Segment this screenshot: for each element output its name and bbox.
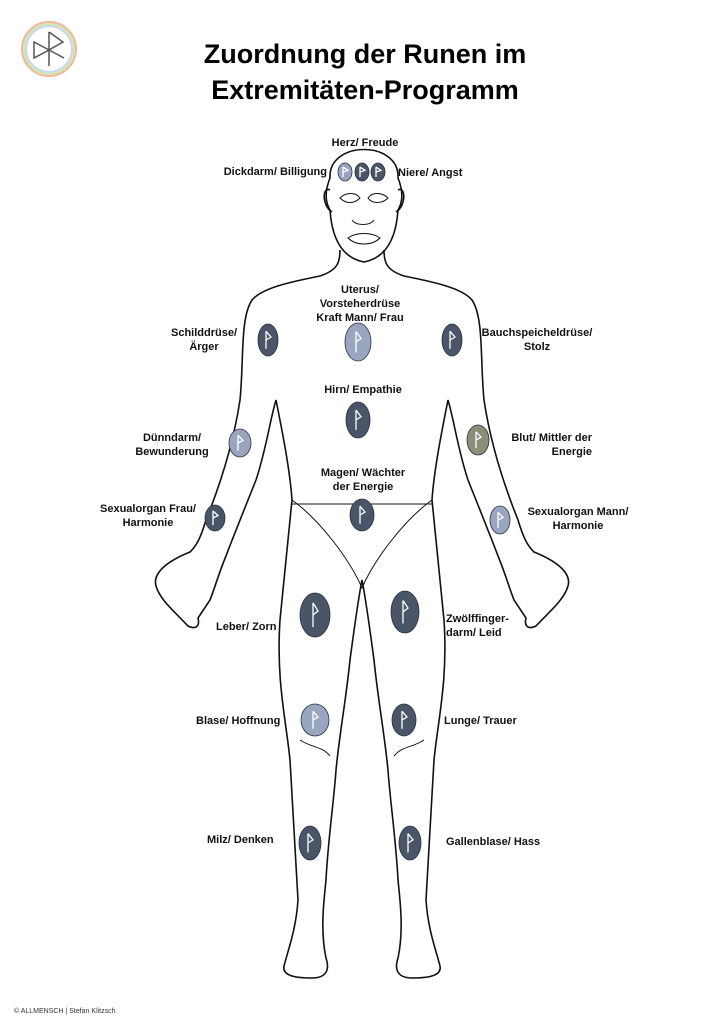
label-lunge: Lunge/ Trauer (444, 715, 517, 727)
rune-glyph-icon (342, 166, 350, 177)
label-niere: Niere/ Angst (398, 167, 463, 179)
rune-glyph-icon (355, 331, 362, 353)
label-zwoelffingerdarm: Zwölffinger-darm/ Leid (446, 612, 509, 640)
rune-glyph-icon (497, 511, 505, 528)
label-herz: Herz/ Freude (331, 137, 399, 149)
title-line-1: Zuordnung der Runen im (203, 39, 527, 69)
label-milz: Milz/ Denken (207, 834, 274, 846)
label-line: Kraft Mann/ Frau (316, 312, 404, 324)
allmensch-logo (21, 21, 77, 77)
label-line: Zwölffinger- (446, 613, 509, 625)
rune-stone-zwoelf (390, 590, 420, 634)
rune-stone-schilddruese (257, 323, 279, 357)
rune-glyph-icon (312, 602, 319, 628)
label-line: Sexualorgan Frau/ (100, 503, 196, 515)
rune-stone-leber (299, 592, 331, 638)
rune-stone-magen (349, 498, 375, 532)
rune-glyph-icon (475, 431, 483, 449)
label-hirn: Hirn/ Empathie (324, 384, 402, 396)
label-line: Dünndarm/ (142, 432, 202, 444)
rune-stone-bauch (441, 323, 463, 357)
rune-glyph-icon (312, 710, 319, 729)
rune-stone-sex-mann (489, 505, 511, 535)
rune-stone-blase (300, 703, 330, 737)
label-line: Vorsteherdrüse (319, 298, 401, 310)
label-line: Uterus/ (341, 284, 379, 296)
label-line: Blut/ Mittler der (511, 432, 592, 444)
rune-glyph-icon (307, 833, 314, 853)
label-line: Bewunderung (135, 446, 209, 458)
rune-glyph-icon (407, 833, 414, 853)
rune-glyph-icon (355, 409, 362, 430)
rune-glyph-icon (449, 330, 456, 349)
label-blase: Blase/ Hoffnung (196, 715, 281, 727)
rune-stone-blut (466, 424, 490, 456)
label-magen: Magen/ Wächter der Energie (321, 466, 405, 494)
label-line: Bauchspeicheldrüse/ (481, 327, 593, 339)
label-bauchspeicheldruese: Bauchspeicheldrüse/Stolz (482, 326, 593, 354)
rune-stone-duenndarm (228, 428, 252, 458)
label-sexualorgan-frau: Sexualorgan Frau/Harmonie (100, 502, 196, 530)
rune-stone-sex-frau (204, 504, 226, 532)
rune-stone-galle (398, 825, 422, 861)
label-schilddruese: Schilddrüse/Ärger (171, 326, 237, 354)
label-line: Sexualorgan Mann/ (527, 506, 629, 518)
label-line: der Energie (332, 481, 394, 493)
label-dickdarm: Dickdarm/ Billigung (223, 166, 327, 178)
label-leber: Leber/ Zorn (216, 621, 277, 633)
label-line: darm/ Leid (446, 627, 502, 639)
rune-stone-milz (298, 825, 322, 861)
rune-glyph-icon (265, 330, 272, 349)
label-line: Ärger (189, 341, 219, 353)
rune-stone-lunge (391, 703, 417, 737)
label-duenndarm: Dünndarm/Bewunderung (135, 431, 208, 459)
label-line: Magen/ Wächter (320, 467, 406, 479)
rune-glyph-icon (359, 505, 366, 524)
label-line: Harmonie (552, 520, 604, 532)
rune-stone-uterus (344, 322, 372, 362)
label-line: Stolz (523, 341, 551, 353)
label-line: Energie (551, 446, 592, 458)
title-line-2: Extremitäten-Programm (211, 75, 519, 105)
rune-glyph-icon (237, 434, 245, 451)
rune-glyph-icon (402, 600, 409, 624)
label-line: Schilddrüse/ (170, 327, 238, 339)
rune-glyph-icon (212, 510, 220, 526)
rune-glyph-icon (401, 710, 408, 729)
rune-stone-hirn (345, 401, 371, 439)
label-sexualorgan-mann: Sexualorgan Mann/Harmonie (528, 505, 629, 533)
rune-stones (204, 162, 511, 861)
rune-glyph-icon (375, 166, 383, 177)
copyright-footer: © ALLMENSCH | Stefan Klitzsch (14, 1008, 116, 1015)
page-title: Zuordnung der Runen im Extremitäten-Prog… (150, 36, 580, 108)
label-line: Harmonie (122, 517, 174, 529)
rune-glyph-icon (359, 166, 367, 177)
label-gallenblase: Gallenblase/ Hass (446, 836, 541, 848)
body-outline (154, 148, 570, 979)
